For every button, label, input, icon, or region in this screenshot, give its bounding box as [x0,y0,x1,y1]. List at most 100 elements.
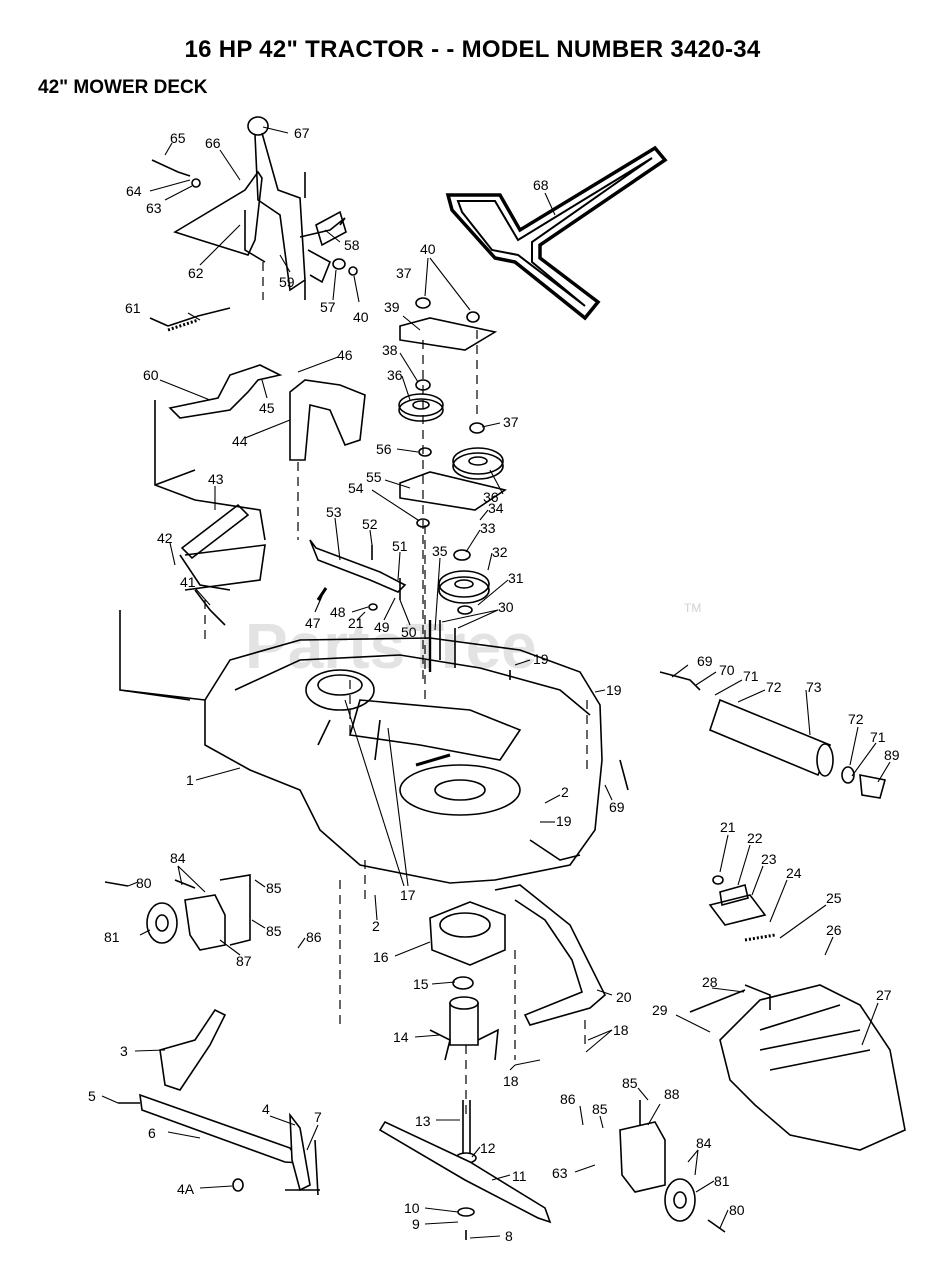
discharge-chute [689,894,906,1151]
callout-13: 13 [415,1113,431,1129]
callout-23: 23 [761,851,777,867]
drive-belt [445,145,668,321]
callout-8: 8 [505,1228,513,1244]
callout-leader-lines [101,126,891,1239]
callout-2: 2 [372,918,380,934]
callout-19: 19 [533,651,549,667]
callout-46: 46 [337,347,353,363]
callout-43: 43 [208,471,224,487]
idler-pulley-stack [398,297,507,528]
callout-7: 7 [314,1109,322,1125]
callout-51: 51 [392,538,408,554]
callout-65: 65 [170,130,186,146]
callout-37: 37 [396,265,412,281]
callout-84: 84 [170,850,186,866]
callout-30: 30 [498,599,514,615]
callout-56: 56 [376,441,392,457]
section-subtitle: 42" MOWER DECK [38,77,208,98]
callout-58: 58 [344,237,360,253]
callout-4A: 4A [177,1181,195,1197]
callout-42: 42 [157,530,173,546]
callout-18: 18 [613,1022,629,1038]
callout-61: 61 [125,300,141,316]
callout-21: 21 [348,615,364,631]
assembly-guide-lines [204,262,588,1120]
callout-66: 66 [205,135,221,151]
callout-44: 44 [232,433,248,449]
callout-86: 86 [306,929,322,945]
mower-blade [378,1120,552,1240]
callout-87: 87 [236,953,252,969]
callout-68: 68 [533,177,549,193]
watermark-trademark: TM [684,601,701,615]
callout-62: 62 [188,265,204,281]
callout-20: 20 [616,989,632,1005]
callout-32: 32 [492,544,508,560]
callout-84: 84 [696,1135,712,1151]
callout-69: 69 [609,799,625,815]
callout-72: 72 [848,711,864,727]
callout-2: 2 [561,784,569,800]
right-gauge-wheel [619,1100,726,1233]
left-gauge-wheel [104,874,251,951]
callout-22: 22 [747,830,763,846]
callout-73: 73 [806,679,822,695]
callout-40: 40 [353,309,369,325]
callout-71: 71 [870,729,886,745]
callout-6: 6 [148,1125,156,1141]
callout-35: 35 [432,543,448,559]
callout-9: 9 [412,1216,420,1232]
callout-80: 80 [729,1202,745,1218]
rear-roller [619,671,887,799]
callout-89: 89 [884,747,900,763]
chute-hinge-hardware [712,875,749,907]
callout-45: 45 [259,400,275,416]
callout-48: 48 [330,604,346,620]
callout-38: 38 [382,342,398,358]
mower-deck-housing [119,610,603,884]
spindle-housing [429,884,606,1164]
deck-hanger-bar [118,1008,320,1196]
callout-69: 69 [697,653,713,669]
callout-49: 49 [374,619,390,635]
callout-54: 54 [348,480,364,496]
callout-72: 72 [766,679,782,695]
callout-28: 28 [702,974,718,990]
callout-85: 85 [592,1101,608,1117]
callout-26: 26 [826,922,842,938]
lift-lever-assembly [151,116,358,300]
callout-40: 40 [420,241,436,257]
callout-labels: 67 65 66 64 63 68 58 62 59 57 40 40 37 3… [88,125,900,1244]
callout-53: 53 [326,504,342,520]
callout-59: 59 [279,274,295,290]
callout-41: 41 [180,574,196,590]
deck-pulley [428,549,490,672]
callout-39: 39 [384,299,400,315]
callout-70: 70 [719,662,735,678]
callout-12: 12 [480,1140,496,1156]
callout-18: 18 [503,1073,519,1089]
callout-16: 16 [373,949,389,965]
callout-1: 1 [186,772,194,788]
lift-rod-and-bracket [154,364,366,541]
callout-14: 14 [393,1029,409,1045]
callout-19: 19 [606,682,622,698]
callout-36: 36 [387,367,403,383]
callout-15: 15 [413,976,429,992]
lift-spring [149,307,231,332]
callout-37: 37 [503,414,519,430]
callout-21: 21 [720,819,736,835]
callout-10: 10 [404,1200,420,1216]
callout-27: 27 [876,987,892,1003]
callout-64: 64 [126,183,142,199]
callout-86: 86 [560,1091,576,1107]
callout-4: 4 [262,1101,270,1117]
callout-47: 47 [305,615,321,631]
callout-60: 60 [143,367,159,383]
callout-36: 36 [483,489,499,505]
brake-arm [309,539,407,611]
callout-88: 88 [664,1086,680,1102]
callout-52: 52 [362,516,378,532]
callout-34: 34 [488,500,504,516]
callout-85: 85 [266,923,282,939]
